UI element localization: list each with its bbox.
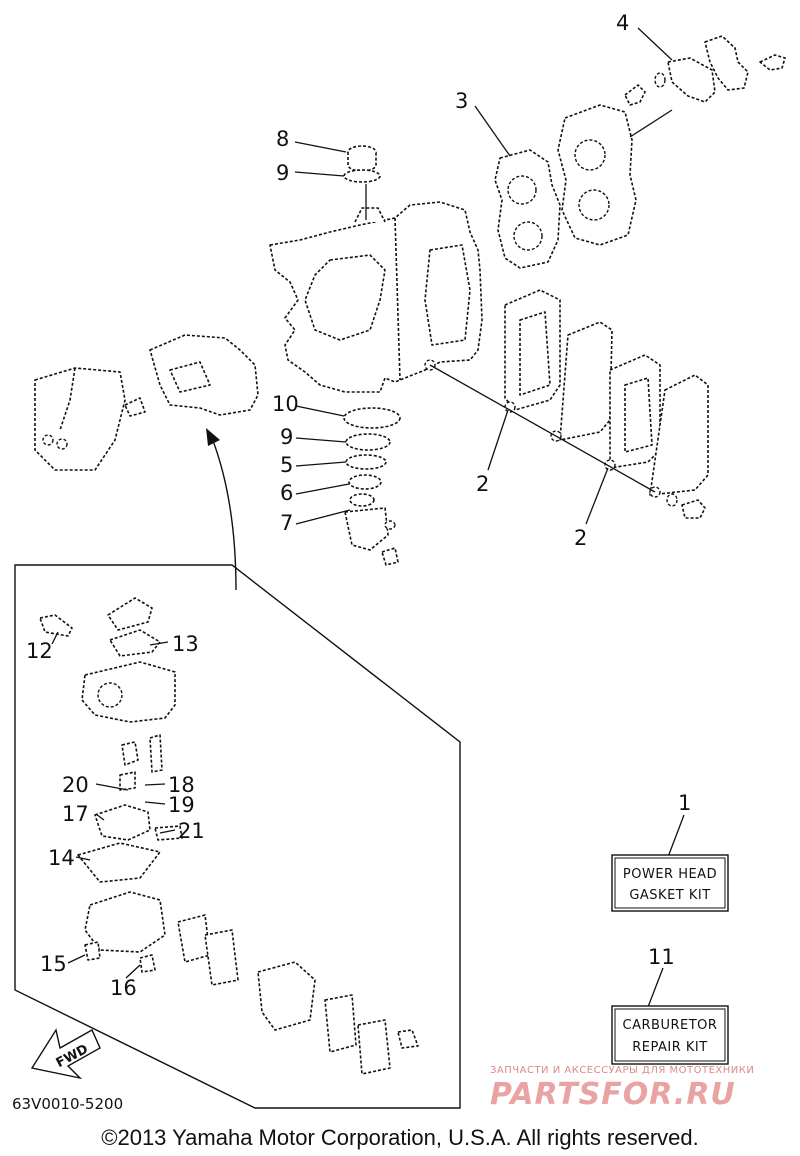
callout-18: 18 — [168, 773, 195, 797]
watermark-tagline: ЗАПЧАСТИ И АКСЕССУАРЫ ДЛЯ МОТОТЕХНИКИ — [490, 1065, 754, 1076]
callout-2-upper: 2 — [476, 472, 489, 496]
callout-20: 20 — [62, 773, 89, 797]
carburetor-repair-kit-box: CARBURETOR REPAIR KIT — [611, 1005, 729, 1065]
upper-oil-seal-part — [343, 145, 381, 183]
cylinder-head-cover-part — [557, 104, 637, 246]
power-head-kit-line1: POWER HEAD — [623, 867, 717, 882]
callout-8: 8 — [276, 127, 289, 151]
power-head-gasket-kit-box: POWER HEAD GASKET KIT — [611, 854, 729, 912]
callout-12: 12 — [26, 639, 53, 663]
carburetor-kit-line1: CARBURETOR — [623, 1018, 718, 1033]
callout-17: 17 — [62, 802, 89, 826]
callout-6: 6 — [280, 481, 293, 505]
lower-seal-stack-part — [343, 407, 401, 566]
cylinder-head-gasket-part — [494, 149, 561, 269]
callout-2-lower: 2 — [574, 526, 587, 550]
carburetor-breakout-box — [14, 564, 461, 1109]
drawing-code: 63V0010-5200 — [12, 1095, 123, 1113]
copyright-notice: ©2013 Yamaha Motor Corporation, U.S.A. A… — [101, 1125, 698, 1150]
exhaust-gasket-part — [504, 289, 709, 519]
callout-11: 11 — [648, 945, 675, 969]
callout-9-upper: 9 — [276, 161, 289, 185]
carburetor-body-part — [39, 597, 419, 1075]
thermostat-cover-part — [624, 35, 786, 106]
callout-21: 21 — [178, 819, 205, 843]
callout-4: 4 — [616, 11, 629, 35]
callout-10: 10 — [272, 392, 299, 416]
callout-1: 1 — [678, 791, 691, 815]
leader-lines — [51, 27, 685, 1008]
callout-5: 5 — [280, 453, 293, 477]
callout-19: 19 — [168, 793, 195, 817]
watermark-site: PARTSFOR.RU — [490, 1077, 736, 1112]
callout-3: 3 — [455, 89, 468, 113]
carburetor-kit-line2: REPAIR KIT — [632, 1040, 707, 1055]
callout-15: 15 — [40, 952, 67, 976]
callout-16: 16 — [110, 976, 137, 1000]
callout-13: 13 — [172, 632, 199, 656]
arrow-head — [206, 428, 220, 446]
callout-7: 7 — [280, 511, 293, 535]
forward-arrow-icon: FWD — [30, 1028, 101, 1080]
callout-14: 14 — [48, 846, 75, 870]
cylinder-block-part — [269, 201, 483, 393]
power-head-kit-line2: GASKET KIT — [629, 888, 710, 903]
intake-silencer-part — [34, 367, 146, 471]
carburetor-outline-part — [149, 334, 259, 416]
callout-9-lower: 9 — [280, 425, 293, 449]
assembly-arrow — [211, 437, 237, 591]
